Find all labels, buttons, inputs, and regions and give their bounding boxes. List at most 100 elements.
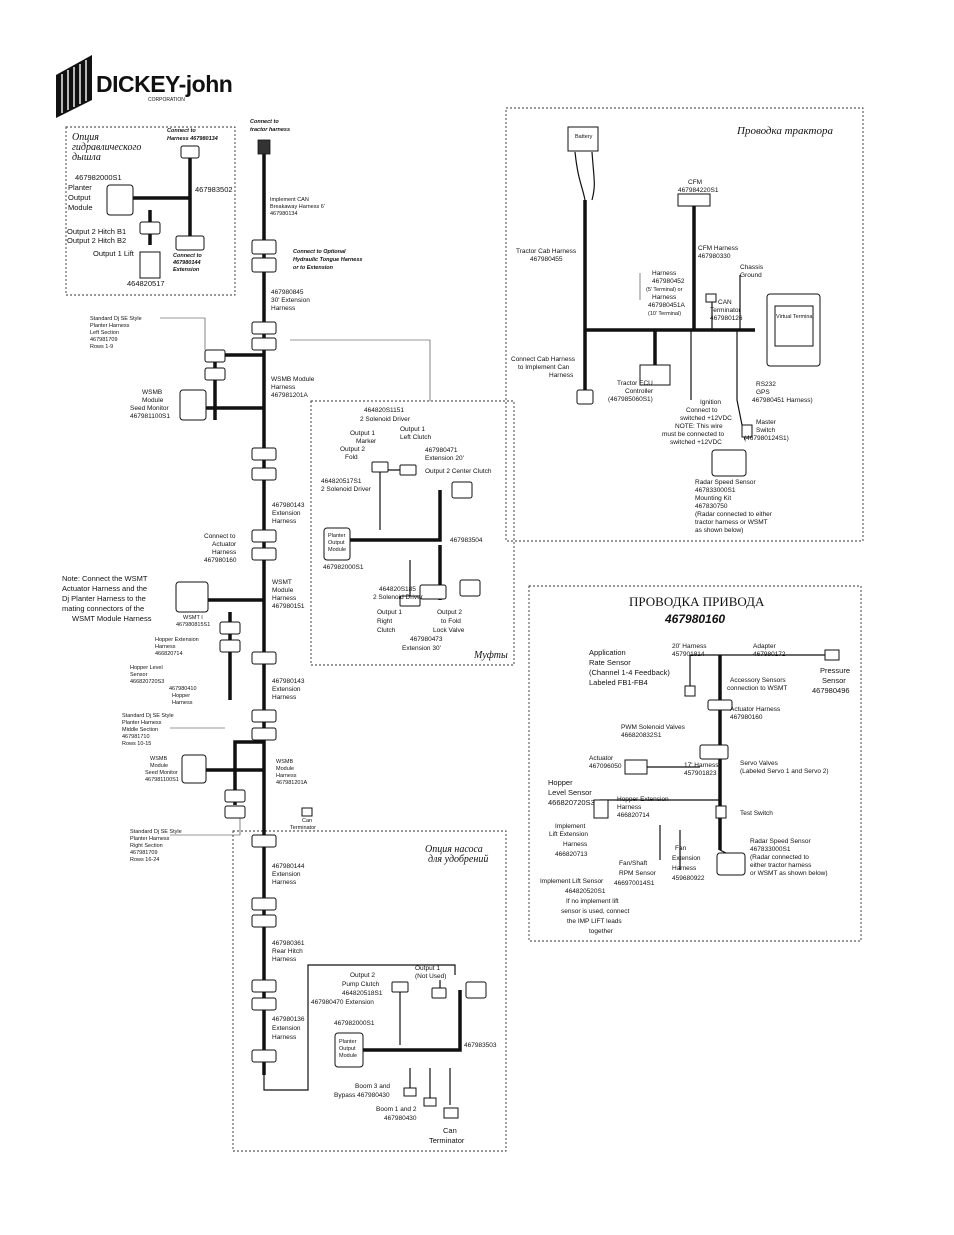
pump-title-1: Опция насоса [425,844,483,855]
left-section-label-2: Planter Harness [90,323,130,329]
wsmt-module-icon [175,581,209,613]
chassis-label-2: Ground [740,272,762,279]
servo-label-1: Servo Valves [740,760,779,767]
actuator-connect-label-1: Connect to [204,533,236,540]
lift-sensor-label-1: Implement Lift Sensor [540,878,604,885]
output2-fold2-label-3: Lock Valve [433,627,465,634]
hitch-b1-label: Output 2 Hitch B1 [67,227,126,236]
pressure-label-1: Pressure [820,666,850,675]
hopper-level-label-2: Sensor [130,672,148,678]
middle-section-label-4: 467981710 [122,734,150,740]
hopper-level-label-1: Hopper Level [130,665,163,671]
can-terminator-label-1: Can [302,818,312,824]
pump-pom-label-3: Module [339,1053,357,1059]
boom3-label-1: Boom 3 and [355,1083,390,1090]
can-terminator-label-3b: 467980126 [710,315,743,322]
harness-452-label-4: Harness [652,294,677,301]
radar2-label-4: either tractor harness [750,862,812,869]
fan-rpm-label-1: Fan/Shaft [619,860,647,867]
drive-box-wiring [593,649,840,876]
wsmb-label-2: Module [142,397,164,404]
wsmb2-harness-label-2: Module [276,766,294,772]
hopper-label-2: Level Sensor [548,788,592,797]
right-section-label-2: Planter Harness [130,836,170,842]
wsmb2-label-1: WSMB [150,756,167,762]
optional-label-3: or to Extension [293,265,334,271]
h143a-label-3: Harness [272,518,297,525]
h17-label-1: 17' Harness [684,762,719,769]
hopper-ext-label-1: Hopper Extension [155,637,199,643]
act-harness-label-1: Actuator Harness [730,706,781,713]
h143a-label-2: Extension [272,510,301,517]
driver-185-label-2: 2 Solenoid Driver [373,594,424,601]
hopper-label-1: Hopper [548,778,573,787]
note-label-2: Actuator Harness and the [62,584,147,593]
tractor-wiring-box [505,107,864,542]
ecu-label-1: Tractor ECU [617,380,653,387]
can-terminator-label-2: Terminator [290,825,316,831]
connect-tractor-label-2: tractor harness [250,127,290,133]
can-terminator-icon [705,293,717,303]
clutch-box-wiring [323,461,481,607]
hopper-harness-label-3: Harness [172,700,193,706]
harness-452-label-6: (10' Terminal) [648,311,681,317]
note-label-4: mating connectors of the [62,604,144,613]
h361-label-2: Rear Hitch [272,948,303,955]
pom-pn-label: 467982000S1 [323,564,364,571]
hydraulic-title-1: Опция [72,132,99,143]
optional-label-2: Hydraulic Tongue Harness [293,257,362,263]
actuator-label-2: 467096050 [589,763,622,770]
output1-marker-label-1: Output 1 [350,430,375,437]
output1-left-label-1: Output 1 [400,426,425,433]
left-section-label-1: Standard Dj SE Style [90,316,142,322]
fan-rpm-label-2: RPM Sensor [619,870,657,877]
impl-can-label-3: 467980134 [270,211,298,217]
cab-harness-label-1: Tractor Cab Harness [516,248,577,255]
planter-output-module-3-icon [334,1032,364,1068]
radar-label-3: Mounting Kit [695,495,731,502]
pressure-label-2: Sensor [822,676,846,685]
actuator-icon [624,759,648,775]
wsmb2-label-3: Seed Monitor [145,770,178,776]
ext30-label-1: 467980473 [410,636,443,643]
ext-connect-label-2: 467980144 [172,260,201,266]
impl-ext-label-2: Lift Extension [549,831,588,838]
radar2-label-3: (Radar connected to [750,854,809,861]
radar2-label-5: or WSMT as shown below) [750,870,828,877]
lift-sensor-label-2: 464820520S1 [565,888,606,895]
wsmb2-harness-label-4: 467981201A [276,780,308,786]
pwm-label-2: 466820832S1 [621,732,662,739]
impl-ext-label-3: Harness [563,841,588,848]
pom-label-1: Planter [328,533,346,539]
right-section-label-1: Standard Dj SE Style [130,829,182,835]
master-switch-label-3: (467980124S1) [744,435,789,442]
cfm-label-1: CFM [688,179,702,186]
h144-label-1: 467980144 [272,863,305,870]
app-rate-label-4: Labeled FB1-FB4 [589,678,648,687]
pwm-label-1: PWM Solenoid Valves [621,724,686,731]
output2-fold-label-2: Fold [345,454,358,461]
pump-pom-pn-label: 467982000S1 [334,1020,375,1027]
right-section-label-5: Rows 16-24 [130,857,159,863]
connect-cab-label-1: Connect Cab Harness [511,356,576,363]
fan-rpm-label-3: 466970014S1 [614,880,655,887]
module-label-2: Output [68,193,91,202]
cfm-label-2: 467984220S1 [678,187,719,194]
harness-504-label: 467983504 [450,537,483,544]
pump-title-2: для удобрений [428,854,488,865]
radar2-label-2: 467833000S1 [750,846,791,853]
pump-can-label-2: Terminator [429,1136,465,1145]
clutch-box [310,400,515,666]
rs232-label-1: RS232 [756,381,776,388]
virtual-terminal-label: Virtual Terminal [776,314,814,320]
impl-ext-label-1: Implement [555,823,586,830]
wsmb-module-2-icon [181,754,207,784]
can-terminator-label-2b: Terminator [710,307,742,314]
lift-sensor-label-6: together [589,928,614,935]
driver-517-label-2: 2 Solenoid Driver [321,486,372,493]
wsmt-harness-label-2: Module [272,587,294,594]
fan-ext-label-4: 459680922 [672,875,705,882]
h20-label-1: 20' Harness [672,643,707,650]
harness-452-label-1: Harness [652,270,677,277]
